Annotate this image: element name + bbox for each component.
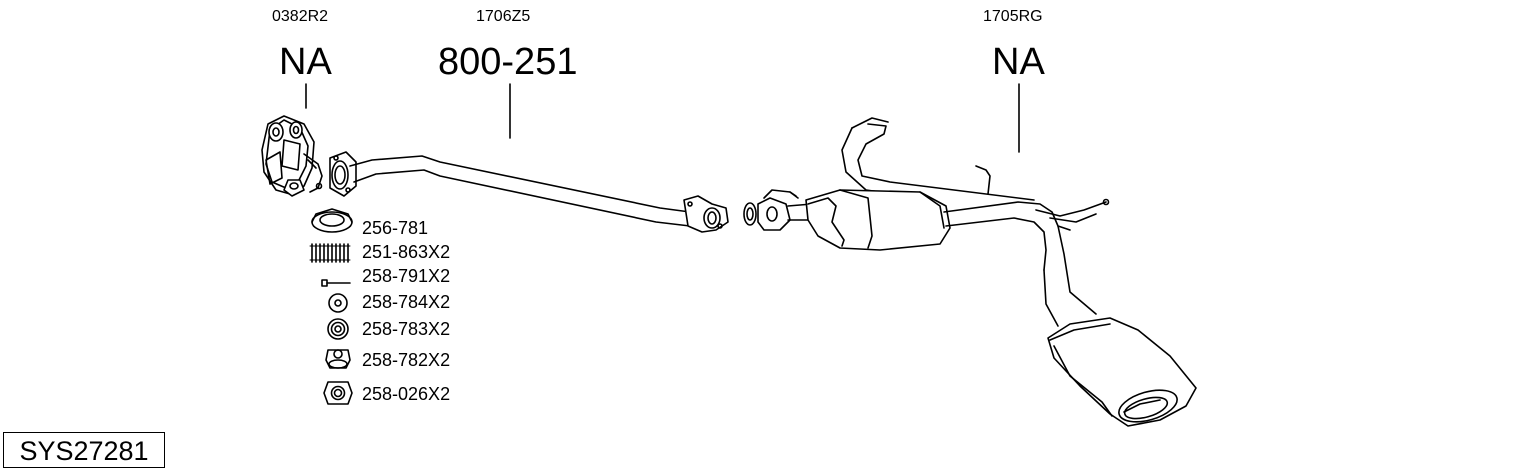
bush-mount-icon (325, 349, 351, 369)
hex-nut-icon (323, 381, 353, 405)
accessory-label-3: 258-791X2 (362, 266, 451, 286)
catalyst-drawing (261, 115, 323, 197)
system-id-box: SYS27281 (3, 432, 165, 468)
front-pipe-drawing (329, 151, 729, 233)
accessory-label-6: 258-782X2 (362, 350, 451, 370)
section-code-2: 1706Z5 (476, 8, 531, 25)
section-part-2: 800-251 (438, 41, 578, 83)
bolt-icon (321, 279, 351, 287)
rubber-mount-icon (327, 318, 349, 340)
spring-icon (309, 243, 351, 263)
accessory-label-7: 258-026X2 (362, 384, 451, 404)
section-code-3: 1705RG (983, 8, 1043, 25)
section-code-1: 0382R2 (272, 8, 329, 25)
gasket-ring-icon (311, 208, 353, 233)
accessory-label-1: 256-781 (362, 218, 429, 238)
washer-icon (328, 293, 348, 313)
section-part-3: NA (992, 41, 1045, 83)
section-part-1: NA (279, 41, 332, 83)
rear-assembly-drawing (743, 117, 1197, 427)
accessory-label-4: 258-784X2 (362, 292, 451, 312)
accessory-label-5: 258-783X2 (362, 319, 451, 339)
accessory-label-2: 251-863X2 (362, 242, 451, 262)
